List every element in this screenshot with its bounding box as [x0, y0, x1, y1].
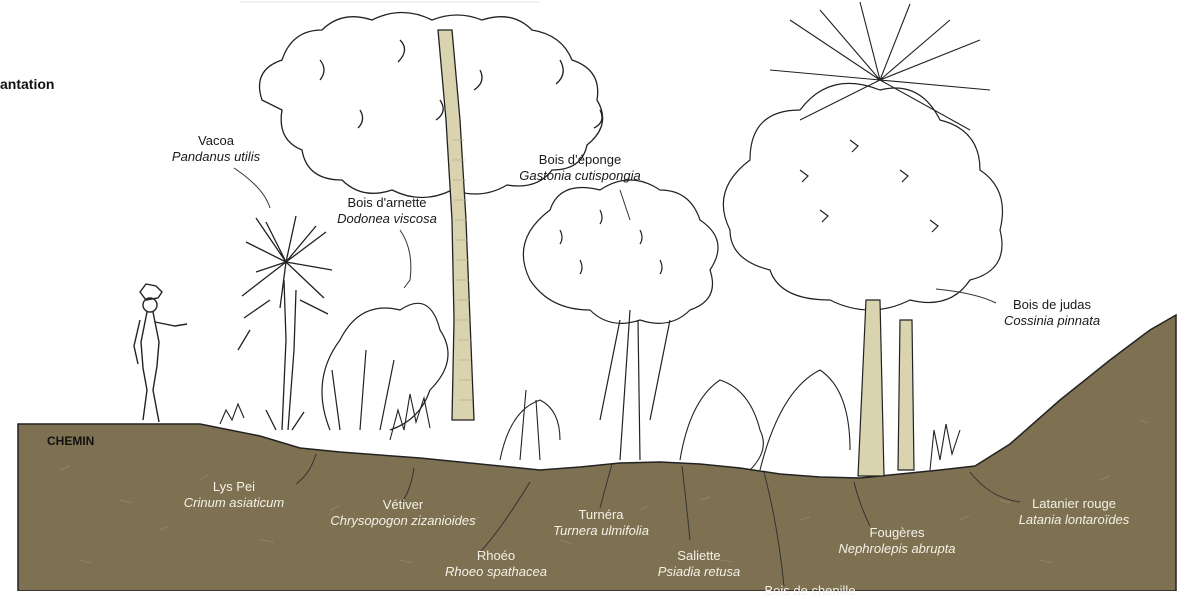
plant-scientific-name: Gastonia cutispongia [519, 168, 640, 184]
plant-label-turnera: Turnéra Turnera ulmifolia [553, 507, 649, 539]
plant-label-saliette: Saliette Psiadia retusa [658, 548, 740, 580]
bois-judas-canopy [723, 83, 1002, 310]
bois-arnette-shrub [322, 303, 448, 430]
plant-common-name: Fougères [838, 525, 955, 541]
plant-scientific-name: Dodonea viscosa [337, 211, 437, 227]
plant-scientific-name: Rhoeo spathacea [445, 564, 547, 580]
plant-scientific-name: Pandanus utilis [172, 149, 260, 165]
walking-person [134, 284, 187, 422]
plant-common-name: Saliette [658, 548, 740, 564]
plant-common-name: Vétiver [330, 497, 475, 513]
plant-label-bois-judas: Bois de judas Cossinia pinnata [1004, 297, 1100, 329]
page-title: antation [0, 76, 54, 92]
plant-label-bois-arnette: Bois d'arnette Dodonea viscosa [337, 195, 437, 227]
plant-scientific-name: Cossinia pinnata [1004, 313, 1100, 329]
plant-label-rhoeo: Rhoéo Rhoeo spathacea [445, 548, 547, 580]
plant-label-lys-pei: Lys Pei Crinum asiaticum [184, 479, 284, 511]
bois-eponge-tree [523, 180, 718, 460]
plant-common-name: Bois d’éponge [519, 152, 640, 168]
plant-label-bois-eponge: Bois d’éponge Gastonia cutispongia [519, 152, 640, 184]
plant-common-name: Bois d'arnette [337, 195, 437, 211]
plant-common-name: Bois de judas [1004, 297, 1100, 313]
plant-label-fougeres: Fougères Nephrolepis abrupta [838, 525, 955, 557]
plant-scientific-name: Chrysopogon zizanioides [330, 513, 475, 529]
plant-common-name: Lys Pei [184, 479, 284, 495]
latanier-palm-drawing [770, 2, 990, 130]
bois-judas-trunk [858, 300, 884, 476]
plant-scientific-name: Nephrolepis abrupta [838, 541, 955, 557]
plant-scientific-name: Psiadia retusa [658, 564, 740, 580]
plant-common-name: Vacoa [172, 133, 260, 149]
plant-common-name: Rhoéo [445, 548, 547, 564]
large-tree-trunk [438, 30, 474, 420]
plant-scientific-name: Latania lontaroïdes [1019, 512, 1130, 528]
second-trunk [898, 320, 914, 470]
plant-common-name: Turnéra [553, 507, 649, 523]
plant-label-vacoa: Vacoa Pandanus utilis [172, 133, 260, 165]
vacoa-tree-drawing [238, 216, 332, 430]
path-label: CHEMIN [47, 434, 94, 448]
plant-label-vetiver: Vétiver Chrysopogon zizanioides [330, 497, 475, 529]
plant-common-name: Latanier rouge [1019, 496, 1130, 512]
plant-scientific-name: Crinum asiaticum [184, 495, 284, 511]
plant-label-bois-chenille: Bois de chenille [764, 583, 855, 599]
plant-label-latanier-rouge: Latanier rouge Latania lontaroïdes [1019, 496, 1130, 528]
ground-terrain [18, 315, 1176, 591]
plant-common-name: Bois de chenille [764, 583, 855, 599]
plant-scientific-name: Turnera ulmifolia [553, 523, 649, 539]
